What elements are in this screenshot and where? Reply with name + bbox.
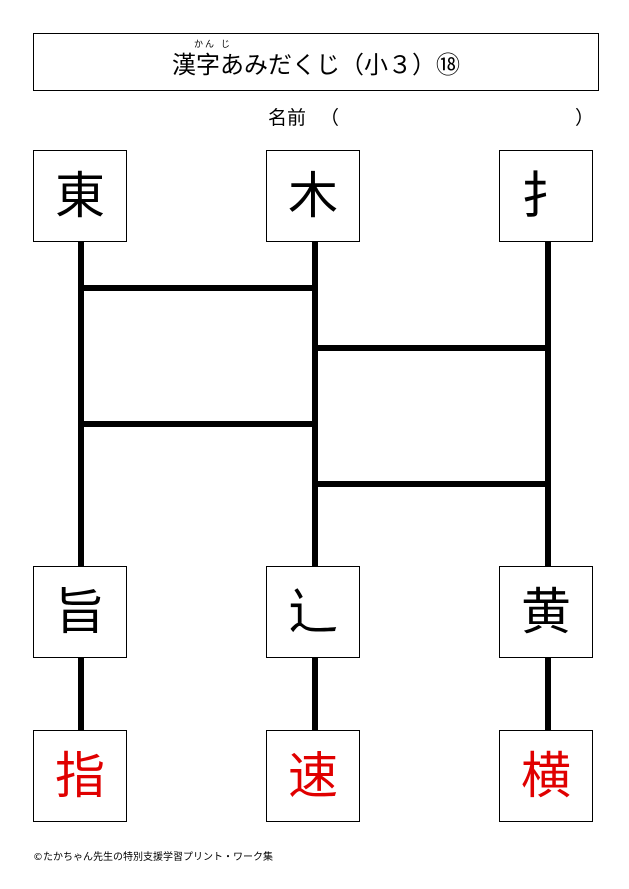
name-open-paren: （ <box>320 107 340 129</box>
connector-line-right <box>545 657 551 730</box>
connector-line-center <box>312 657 318 730</box>
title-ruby: かん じ <box>194 40 232 50</box>
middle-card-center: 辶 <box>266 566 360 658</box>
vertical-line-center <box>312 242 318 568</box>
top-card-center: 木 <box>266 150 360 242</box>
rung-right-2 <box>312 481 551 487</box>
name-label: 名前 <box>268 107 307 129</box>
name-field[interactable]: 名前 （ ） <box>268 104 598 132</box>
top-card-right: 扌 <box>499 150 593 242</box>
title-box: かん じ 漢字あみだくじ（小３）⑱ <box>33 33 599 91</box>
answer-card-center: 速 <box>266 730 360 822</box>
vertical-line-left <box>78 242 84 568</box>
top-card-left: 東 <box>33 150 127 242</box>
middle-card-right: 黄 <box>499 566 593 658</box>
rung-right-1 <box>312 345 551 351</box>
name-close-paren: ） <box>574 107 594 129</box>
vertical-line-right <box>545 242 551 568</box>
rung-left-1 <box>78 285 318 291</box>
answer-card-left: 指 <box>33 730 127 822</box>
connector-line-left <box>78 657 84 730</box>
middle-card-left: 旨 <box>33 566 127 658</box>
rung-left-2 <box>78 421 318 427</box>
page-title: 漢字あみだくじ（小３）⑱ <box>172 51 460 79</box>
copyright-footer: ©たかちゃん先生の特別支援学習プリント・ワーク集 <box>33 852 273 863</box>
answer-card-right: 横 <box>499 730 593 822</box>
